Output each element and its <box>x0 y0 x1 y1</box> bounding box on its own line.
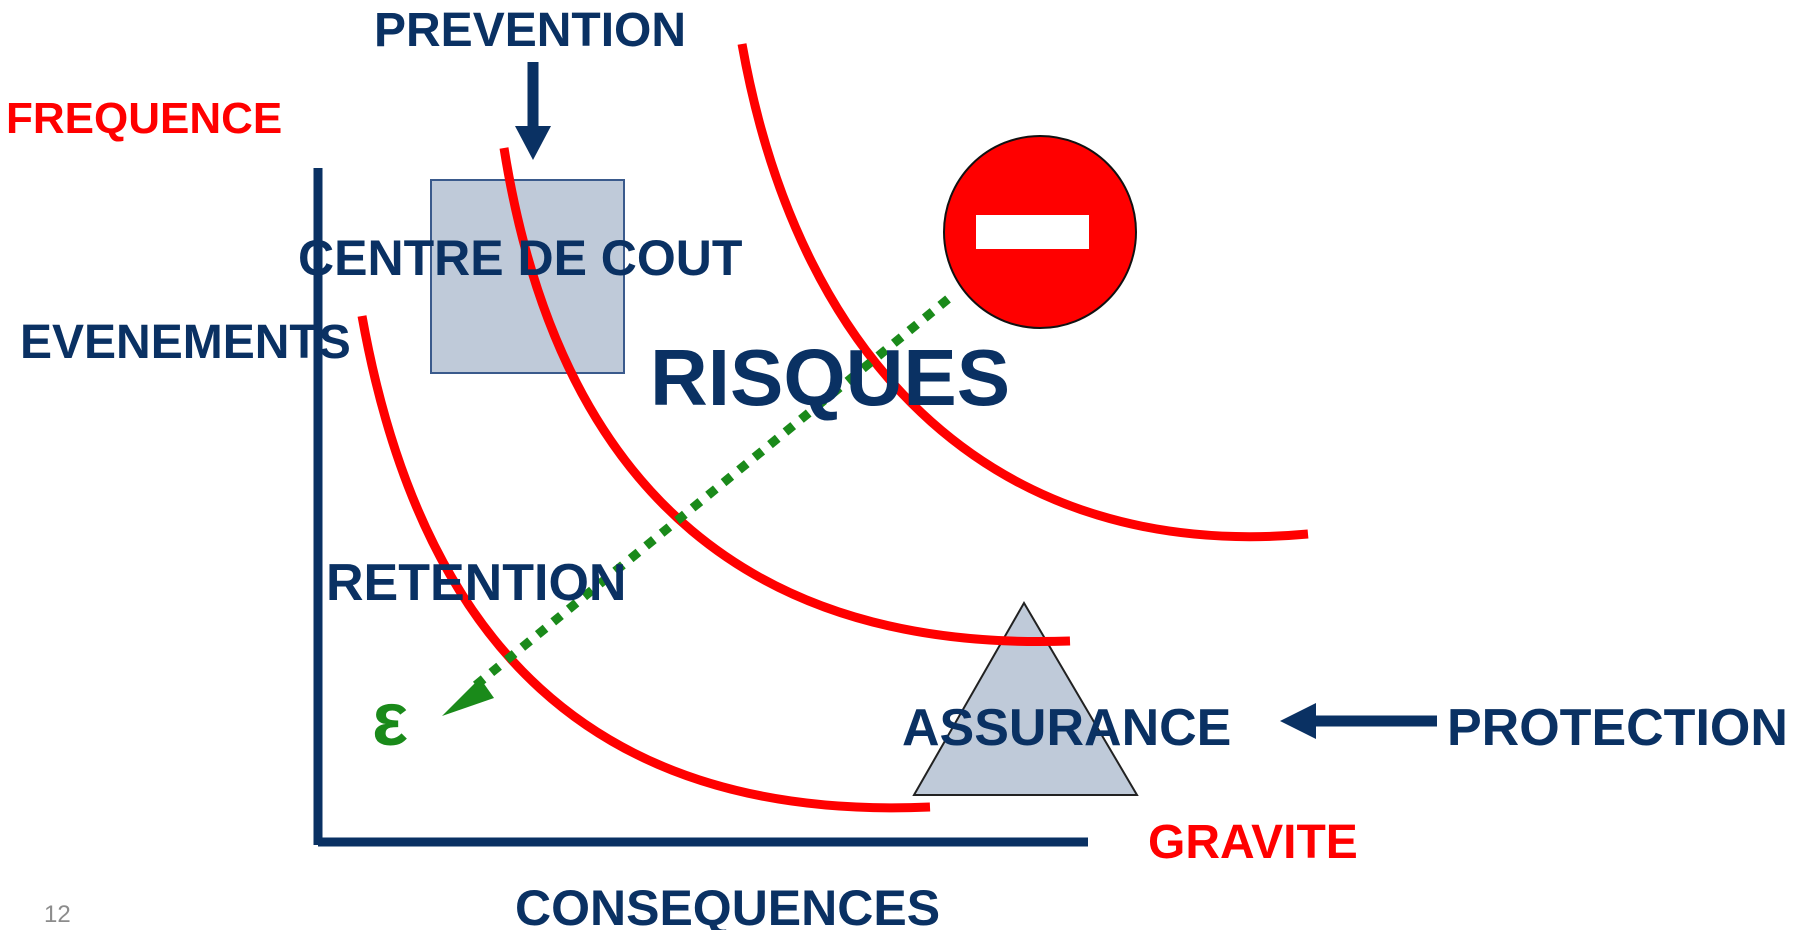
protection-label: PROTECTION <box>1447 699 1788 757</box>
reduction-arrowhead-icon <box>442 678 494 716</box>
protection-arrowhead-icon <box>1280 703 1316 739</box>
centre-de-cout-label: CENTRE DE COUT <box>298 230 742 286</box>
risk-curve-mid <box>499 147 1071 647</box>
epsilon-label: ε <box>372 677 408 762</box>
evenements-label: EVENEMENTS <box>20 316 351 369</box>
risques-label: RISQUES <box>650 333 1010 422</box>
prevention-arrowhead-icon <box>515 126 551 160</box>
insurance-triangle <box>912 601 1139 796</box>
consequences-label: CONSEQUENCES <box>515 880 940 930</box>
assurance-label: ASSURANCE <box>902 699 1231 757</box>
gravite-label: GRAVITE <box>1148 816 1358 869</box>
risk-curve-high <box>737 43 1309 542</box>
cost-center-square <box>430 179 625 374</box>
page-number: 12 <box>44 901 71 928</box>
reduction-arrow-line <box>467 295 951 694</box>
prevention-label: PREVENTION <box>374 4 686 57</box>
risk-curve-low <box>357 315 931 813</box>
no-entry-icon <box>943 135 1137 329</box>
frequence-label: FREQUENCE <box>6 94 282 143</box>
retention-label: RETENTION <box>326 554 626 612</box>
